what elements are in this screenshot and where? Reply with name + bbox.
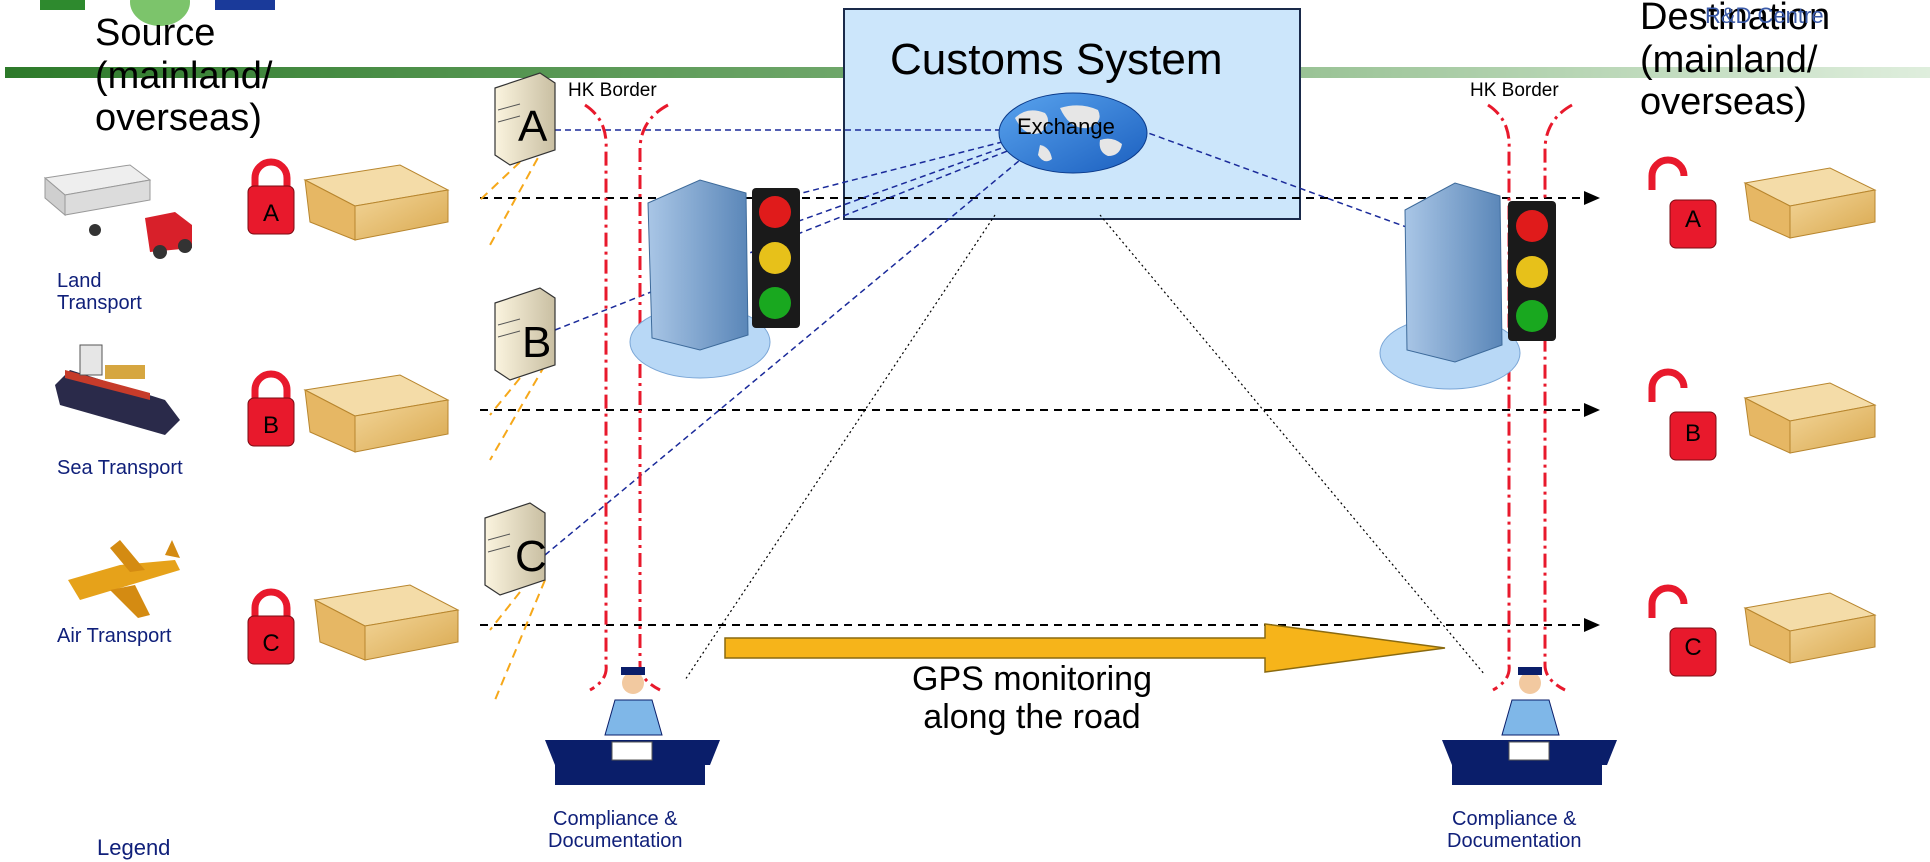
land-transport-label: Land Transport bbox=[57, 270, 142, 315]
sea-transport-label: Sea Transport bbox=[57, 457, 183, 479]
server-a-icon bbox=[494, 72, 556, 166]
right-officer-icon bbox=[1442, 667, 1617, 785]
source-links bbox=[479, 144, 546, 701]
lscm-logo bbox=[40, 0, 275, 26]
right-hk-border-label: HK Border bbox=[1470, 80, 1559, 101]
hk-border-left bbox=[584, 103, 669, 692]
source-label: Source (mainland/ overseas) bbox=[95, 12, 273, 140]
cargo-box-icons-right bbox=[1743, 167, 1877, 664]
left-lock-c-label: C bbox=[262, 630, 280, 657]
server-c-icon bbox=[484, 502, 546, 596]
server-c-label: C bbox=[515, 532, 547, 581]
hk-border-right bbox=[1487, 103, 1573, 692]
left-hk-border-label: HK Border bbox=[568, 80, 657, 101]
right-checkpoint-tower bbox=[1379, 182, 1521, 390]
cargo-box-icons-left bbox=[303, 164, 460, 661]
left-traffic-light-icon bbox=[752, 188, 800, 328]
right-lock-c-label: C bbox=[1684, 634, 1702, 661]
left-lock-b-label: B bbox=[262, 412, 279, 439]
right-lock-b-label: B bbox=[1684, 420, 1701, 447]
air-transport-label: Air Transport bbox=[57, 625, 172, 647]
right-traffic-light-icon bbox=[1508, 201, 1556, 341]
customs-system-title: Customs System bbox=[890, 35, 1223, 84]
right-lock-a-label: A bbox=[1684, 206, 1701, 233]
left-compliance-label: Compliance & Documentation bbox=[548, 808, 683, 853]
cargo-arrowheads bbox=[1584, 191, 1600, 632]
gps-monitoring-label: GPS monitoring along the road bbox=[912, 660, 1152, 737]
left-lock-a-label: A bbox=[262, 200, 279, 227]
server-a-label: A bbox=[518, 102, 548, 151]
open-lock-icons bbox=[1648, 156, 1717, 677]
server-b-label: B bbox=[522, 318, 552, 367]
exchange-globe bbox=[998, 92, 1148, 174]
gps-coverage-lines bbox=[684, 214, 1486, 681]
plane-icon bbox=[68, 540, 180, 618]
ship-icon bbox=[55, 344, 180, 435]
truck-icon bbox=[43, 164, 192, 259]
right-compliance-label: Compliance & Documentation bbox=[1447, 808, 1582, 853]
closed-lock-icons bbox=[247, 158, 295, 665]
left-checkpoint-tower bbox=[629, 179, 771, 379]
destination-label: Destination (mainland/ overseas) bbox=[1640, 0, 1831, 124]
legend-label: Legend bbox=[97, 835, 171, 860]
gps-arrow bbox=[724, 623, 1446, 673]
left-officer-icon bbox=[545, 667, 720, 785]
server-b-icon bbox=[494, 287, 556, 381]
exchange-label: Exchange bbox=[1017, 114, 1115, 139]
corner-logo-text: R&D Centre bbox=[1705, 3, 1824, 28]
